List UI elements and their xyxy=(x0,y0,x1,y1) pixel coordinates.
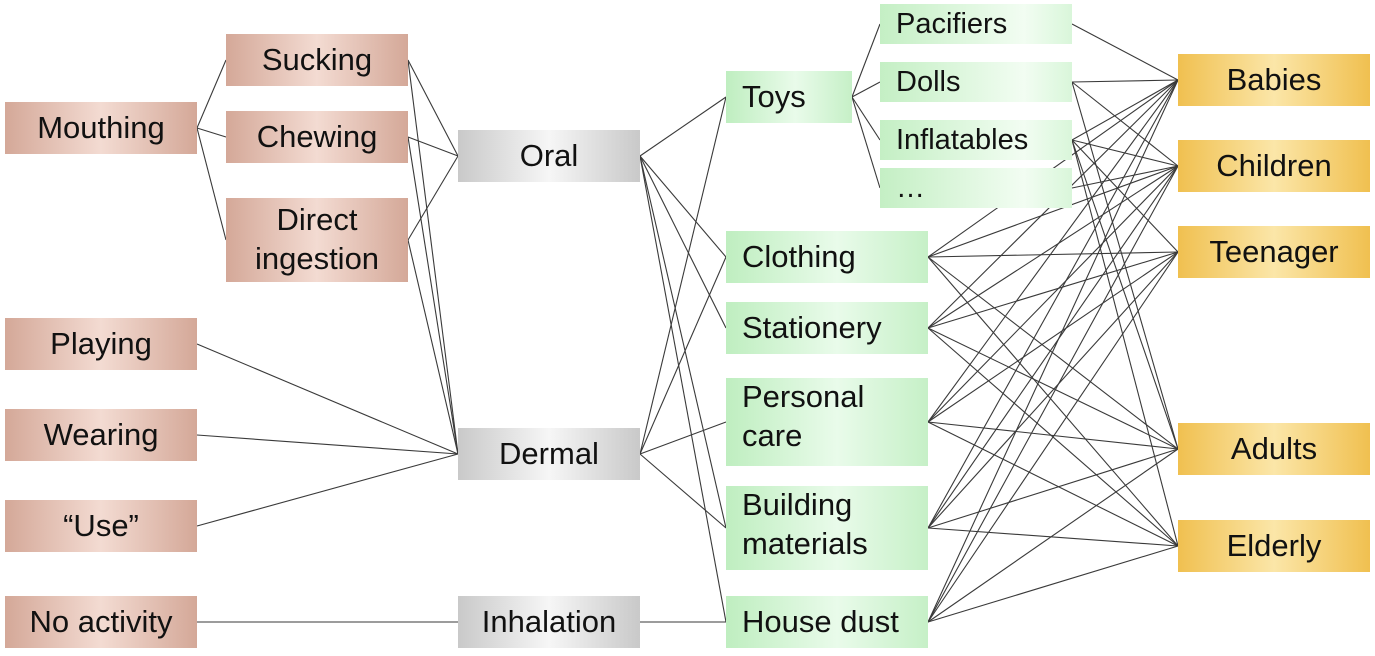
connector-line xyxy=(407,136,459,455)
pathway-dermal: Dermal xyxy=(458,428,640,480)
connector-line xyxy=(927,251,1179,529)
connector-line xyxy=(927,165,1179,329)
toy-dolls: Dolls xyxy=(880,62,1072,102)
connector-line xyxy=(196,59,227,129)
connector-line xyxy=(927,251,1179,329)
connector-line xyxy=(927,165,1179,423)
connector-line xyxy=(927,448,1179,623)
connector-line xyxy=(407,59,459,455)
connector-line xyxy=(927,165,1179,623)
pathway-inhalation: Inhalation xyxy=(458,596,640,648)
connector-line xyxy=(639,256,727,455)
connector-line xyxy=(927,256,1179,450)
group-teenager: Teenager xyxy=(1178,226,1370,278)
connector-line xyxy=(927,527,1179,547)
connector-line xyxy=(196,127,227,138)
connector-line xyxy=(851,96,881,141)
connector-line xyxy=(639,155,727,623)
group-children: Children xyxy=(1178,140,1370,192)
connector-line xyxy=(927,421,1179,547)
connector-line xyxy=(927,79,1179,529)
connector-line xyxy=(1071,81,1179,167)
activity-sucking: Sucking xyxy=(226,34,408,86)
source-clothing: Clothing xyxy=(726,231,928,283)
activity-wearing: Wearing xyxy=(5,409,197,461)
connector-line xyxy=(927,251,1179,258)
connector-line xyxy=(851,96,881,189)
connector-line xyxy=(1071,79,1179,83)
connector-line xyxy=(927,165,1179,529)
connector-line xyxy=(927,251,1179,623)
connector-line xyxy=(639,155,727,258)
connector-line xyxy=(407,155,459,241)
connector-line xyxy=(927,79,1179,623)
connector-line xyxy=(1071,139,1179,450)
connector-line xyxy=(639,96,727,455)
pathway-oral: Oral xyxy=(458,130,640,182)
activity-no-activity: No activity xyxy=(5,596,197,648)
toy-more: … xyxy=(880,168,1072,208)
connector-line xyxy=(639,155,727,529)
connector-line xyxy=(927,251,1179,423)
activity-use: “Use” xyxy=(5,500,197,552)
connector-line xyxy=(196,434,459,455)
connector-line xyxy=(927,79,1179,423)
connector-line xyxy=(407,239,459,455)
group-babies: Babies xyxy=(1178,54,1370,106)
connector-line xyxy=(851,23,881,98)
source-toys: Toys xyxy=(726,71,852,123)
connector-line xyxy=(639,155,727,329)
source-house-dust: House dust xyxy=(726,596,928,648)
group-elderly: Elderly xyxy=(1178,520,1370,572)
connector-line xyxy=(1071,139,1179,547)
connector-line xyxy=(196,127,227,241)
connector-line xyxy=(639,421,727,455)
group-adults: Adults xyxy=(1178,423,1370,475)
connector-line xyxy=(196,453,459,527)
activity-chewing: Chewing xyxy=(226,111,408,163)
connector-line xyxy=(1071,81,1179,450)
connector-line xyxy=(196,343,459,455)
connector-line xyxy=(1071,23,1179,81)
connector-line xyxy=(407,136,459,157)
toy-inflatables: Inflatables xyxy=(880,120,1072,160)
connector-line xyxy=(927,448,1179,529)
activity-playing: Playing xyxy=(5,318,197,370)
connector-line xyxy=(1071,165,1179,189)
connector-line xyxy=(639,96,727,157)
connector-line xyxy=(1071,79,1179,141)
source-stationery: Stationery xyxy=(726,302,928,354)
connector-line xyxy=(927,256,1179,547)
connector-line xyxy=(851,81,881,98)
connector-line xyxy=(927,327,1179,450)
toy-pacifiers: Pacifiers xyxy=(880,4,1072,44)
connector-line xyxy=(927,545,1179,623)
connector-line xyxy=(927,421,1179,450)
activity-mouthing: Mouthing xyxy=(5,102,197,154)
connector-line xyxy=(639,453,727,529)
connector-line xyxy=(927,165,1179,258)
connector-line xyxy=(407,59,459,157)
